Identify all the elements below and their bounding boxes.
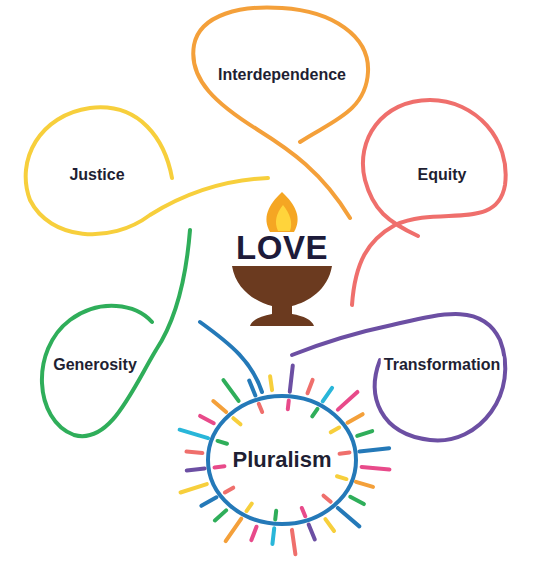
pluralism-ray <box>186 452 202 453</box>
chalice-flame <box>266 192 297 232</box>
pluralism-ray <box>312 409 317 417</box>
pluralism-circle: Pluralism <box>227 445 336 475</box>
pluralism-ray <box>348 414 363 423</box>
pluralism-ray <box>302 508 305 516</box>
pluralism-ray <box>233 418 240 424</box>
pluralism-ray <box>338 392 358 410</box>
pluralism-ray <box>251 527 256 540</box>
pluralism-ray <box>201 497 216 506</box>
value-label: Equity <box>415 165 470 185</box>
pluralism-ray <box>181 484 207 492</box>
generosity-loop <box>42 230 190 436</box>
pluralism-ray <box>259 404 262 412</box>
value-loop: Transformation <box>381 355 503 375</box>
pluralism-ray <box>357 431 372 436</box>
pluralism-ray <box>272 528 274 544</box>
transformation-loop <box>292 314 505 440</box>
pluralism-ray <box>323 388 332 402</box>
pluralism-ray <box>309 525 315 540</box>
pluralism-ray <box>292 530 295 554</box>
value-label: Generosity <box>50 355 140 375</box>
value-loop: Equity <box>415 165 470 185</box>
pluralism-ray <box>180 430 208 438</box>
pluralism-ray <box>215 510 226 520</box>
value-label: Transformation <box>381 355 503 375</box>
pluralism-ray <box>307 380 312 393</box>
equity-loop <box>352 100 506 305</box>
pluralism-ray <box>200 416 214 423</box>
pluralism-ray <box>362 467 390 469</box>
pluralism-ray <box>213 401 226 412</box>
pluralism-ray <box>324 496 331 502</box>
pluralism-ray <box>225 488 233 493</box>
value-label: Justice <box>66 165 127 185</box>
pluralism-ring <box>208 396 356 524</box>
pluralism-ray <box>249 381 255 396</box>
value-loop: Justice <box>66 165 127 185</box>
justice-loop <box>26 107 268 234</box>
pluralism-ray <box>331 428 339 433</box>
center-word: LOVE <box>236 229 328 267</box>
value-label: Pluralism <box>227 445 336 475</box>
pluralism-ray <box>356 482 373 487</box>
pluralism-ray <box>273 511 278 520</box>
pluralism-ray <box>247 504 252 512</box>
pluralism-ray <box>290 365 293 391</box>
value-loop: Generosity <box>50 355 140 375</box>
pluralism-ray <box>223 380 238 401</box>
pluralism-ray <box>325 519 334 531</box>
pluralism-ray <box>337 476 346 479</box>
chalice-flame-inner <box>276 205 291 231</box>
pluralism-ray <box>187 469 205 471</box>
pluralism-tail <box>200 322 262 392</box>
pluralism-ray <box>350 497 364 504</box>
pluralism-ray <box>218 441 227 444</box>
value-label: Interdependence <box>215 65 349 85</box>
pluralism-ray <box>226 519 242 542</box>
value-loop: Interdependence <box>215 65 349 85</box>
pluralism-ray <box>338 508 359 526</box>
chalice-bowl <box>232 266 332 326</box>
pluralism-ray <box>215 466 225 467</box>
pluralism-ray <box>270 376 272 390</box>
pluralism-ray <box>359 448 389 451</box>
pluralism-ray <box>286 400 291 409</box>
pluralism-ray <box>340 453 350 454</box>
